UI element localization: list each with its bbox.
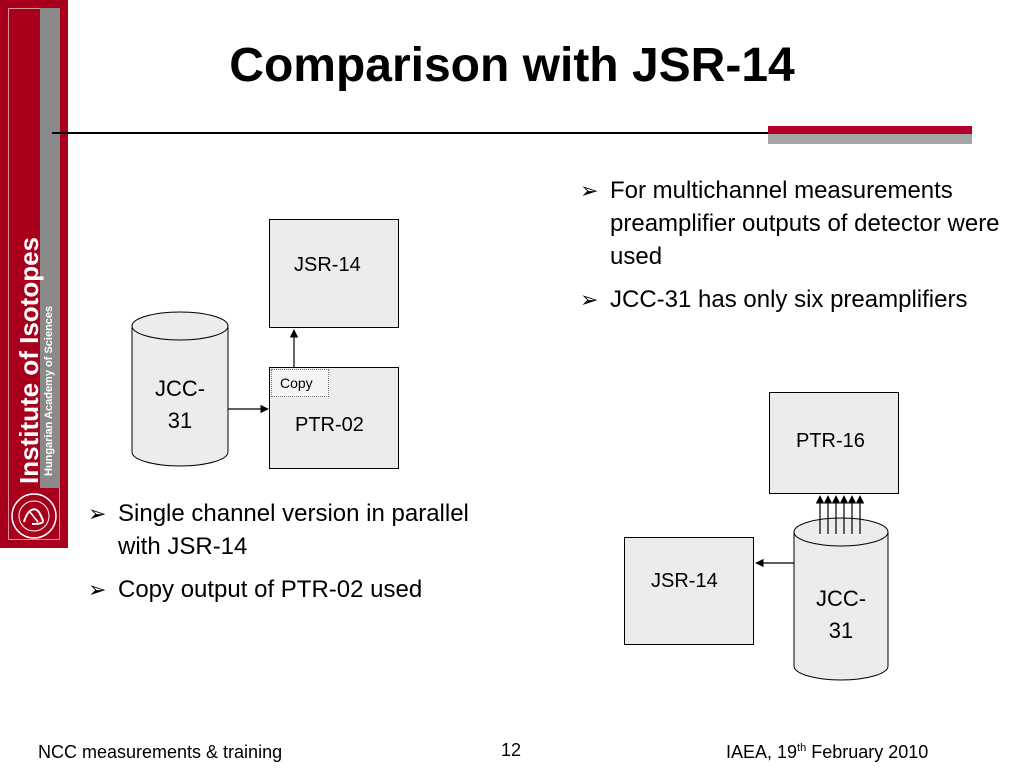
bullet-text: Single channel version in parallel with …	[118, 500, 469, 560]
arrow-bullet-icon: ➢	[580, 178, 599, 203]
arrow-bullet-icon: ➢	[88, 501, 107, 526]
footer-right-text: IAEA, 19th February 2010	[726, 742, 928, 763]
detector-label-1: JCC- 31	[132, 373, 228, 437]
left-bullet-list: ➢ Single channel version in parallel with…	[88, 497, 518, 616]
jsr14-label: JSR-14	[294, 254, 361, 276]
bullet-item: ➢ Single channel version in parallel with…	[88, 497, 518, 563]
detector-label-line2: 31	[828, 618, 854, 643]
jsr14-box: JSR-14	[269, 219, 399, 328]
ptr16-box: PTR-16	[769, 392, 899, 494]
footer-date-suffix: February 2010	[806, 742, 929, 762]
ptr02-label: PTR-02	[295, 414, 364, 436]
arrow-bullet-icon: ➢	[580, 287, 599, 312]
copy-label: Copy	[280, 375, 313, 391]
institute-seal-logo	[11, 493, 57, 539]
footer-date-sup: th	[797, 742, 807, 754]
bullet-text: JCC-31 has only six preamplifiers	[610, 286, 968, 313]
bullet-item: ➢ JCC-31 has only six preamplifiers	[580, 283, 1000, 316]
title-rule	[52, 132, 968, 134]
bullet-text: For multichannel measurements preamplifi…	[610, 177, 1000, 270]
detector-label-line1: JCC-	[815, 586, 867, 611]
detector-label-2: JCC- 31	[794, 583, 888, 647]
arrow-bullet-icon: ➢	[88, 577, 107, 602]
detector-label-line1: JCC-	[154, 376, 206, 401]
six-preamp-connectors	[815, 495, 865, 534]
detector-label-line2: 31	[167, 408, 193, 433]
ptr16-label: PTR-16	[796, 430, 865, 452]
accent-bar-gray	[768, 134, 972, 144]
bullet-text: Copy output of PTR-02 used	[118, 576, 423, 603]
ptr02-box: Copy PTR-02	[269, 367, 399, 469]
footer-left-text: NCC measurements & training	[38, 742, 283, 762]
jsr14-box-2: JSR-14	[624, 537, 754, 645]
detector-cylinder-2	[793, 517, 889, 681]
detector-cylinder-1	[131, 311, 229, 467]
right-bullet-list: ➢ For multichannel measurements preamplif…	[580, 174, 1000, 326]
page-number: 12	[500, 740, 522, 760]
sidebar-gray-strip	[40, 8, 60, 488]
jsr14-label-2: JSR-14	[651, 570, 718, 592]
slide-title: Comparison with JSR-14	[229, 39, 795, 92]
copy-output-tag: Copy	[271, 369, 329, 397]
bullet-item: ➢ For multichannel measurements preamplif…	[580, 174, 1000, 273]
footer-date-prefix: IAEA, 19	[726, 742, 798, 762]
accent-bar-red	[768, 126, 972, 134]
bullet-item: ➢ Copy output of PTR-02 used	[88, 573, 518, 606]
